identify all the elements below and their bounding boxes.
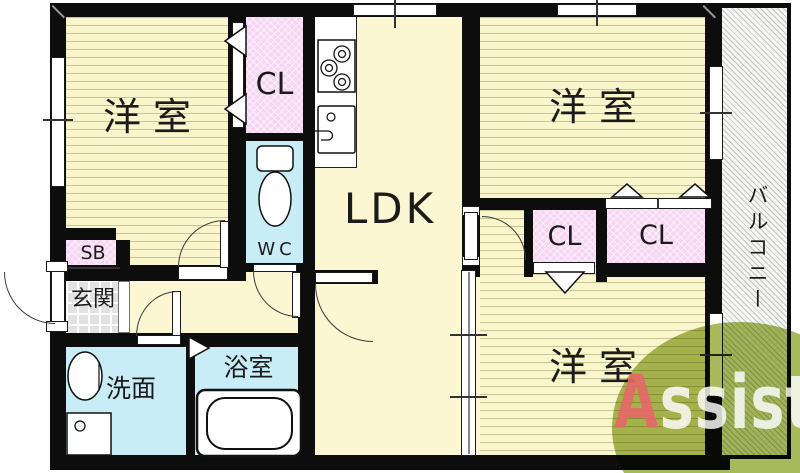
sliding-door-tick1	[450, 334, 487, 336]
shoe-box-room	[66, 240, 120, 268]
sb-entrance-divider	[66, 267, 120, 269]
bedroom3-label: 洋室	[548, 345, 649, 389]
wall-closet-divider	[596, 198, 607, 282]
wall-bathroom-top	[186, 333, 315, 347]
wall-wc-kitchen	[303, 17, 315, 272]
balcony-label: バルコニー	[745, 183, 769, 314]
wc-label: WC	[257, 239, 296, 260]
shoe-box-label: SB	[80, 242, 106, 264]
wall-sb-top	[66, 228, 116, 240]
assist-logo-text: Assist	[614, 366, 800, 440]
bathroom-label: 浴室	[223, 353, 274, 382]
sliding-door-mid-line	[468, 272, 470, 454]
bedroom2-room	[480, 17, 705, 210]
closet-top-door-strip	[232, 22, 244, 128]
ldk-hall-door-gap	[315, 272, 373, 283]
assist-logo-rest: ssist	[659, 360, 800, 446]
sliding-door-tick2	[450, 396, 487, 398]
washroom-door-gap	[137, 335, 181, 345]
assist-logo-initial: A	[614, 360, 660, 446]
closet-left-label: CL	[547, 221, 582, 252]
entrance-step	[118, 281, 130, 333]
wall-sb-side	[116, 240, 130, 281]
closet-left-door-strip	[533, 262, 595, 274]
wall-balcony-top	[722, 3, 791, 8]
wall-closet-right-bottom	[596, 263, 722, 277]
entrance-door-arc	[4, 272, 55, 324]
entrance-label: 玄関	[70, 287, 115, 312]
wall-washroom-bathroom	[186, 347, 195, 455]
washroom-label: 洗面	[105, 374, 156, 403]
bed1-door-gap	[178, 266, 228, 280]
wall-bed2-bottom	[480, 198, 605, 210]
window-left-bed1-tick	[43, 119, 73, 121]
entrance-door-cap2	[46, 321, 68, 332]
wall-bottom	[50, 455, 730, 470]
closet-right-label: CL	[639, 220, 673, 251]
bedroom1-room	[66, 17, 228, 265]
closet-right-door-strip	[605, 198, 712, 209]
wall-balcony-outer	[787, 8, 791, 457]
ldk-label: LDK	[343, 184, 437, 233]
closet-top-room	[246, 17, 303, 133]
window-top-bed2-tick	[596, 0, 598, 26]
bedroom2-label: 洋室	[548, 85, 649, 129]
wall-bathroom-ldk	[298, 263, 315, 455]
window-left-bed1	[51, 57, 65, 187]
window-right-bed2-tick	[700, 112, 732, 114]
bedroom1-label: 洋室	[102, 95, 203, 139]
closet-right-room	[607, 209, 705, 263]
kitchen-counter	[315, 17, 357, 168]
closet-top-label: CL	[255, 67, 294, 102]
bed2-door-gap	[464, 212, 478, 260]
window-top-kitchen-tick	[394, 0, 396, 28]
closet-left-room	[533, 210, 596, 263]
wall-closet-wc	[246, 133, 303, 141]
wall-closet-left-side	[524, 198, 533, 277]
closet-right-door-split	[657, 198, 659, 209]
entrance-door-cap1	[46, 261, 68, 272]
